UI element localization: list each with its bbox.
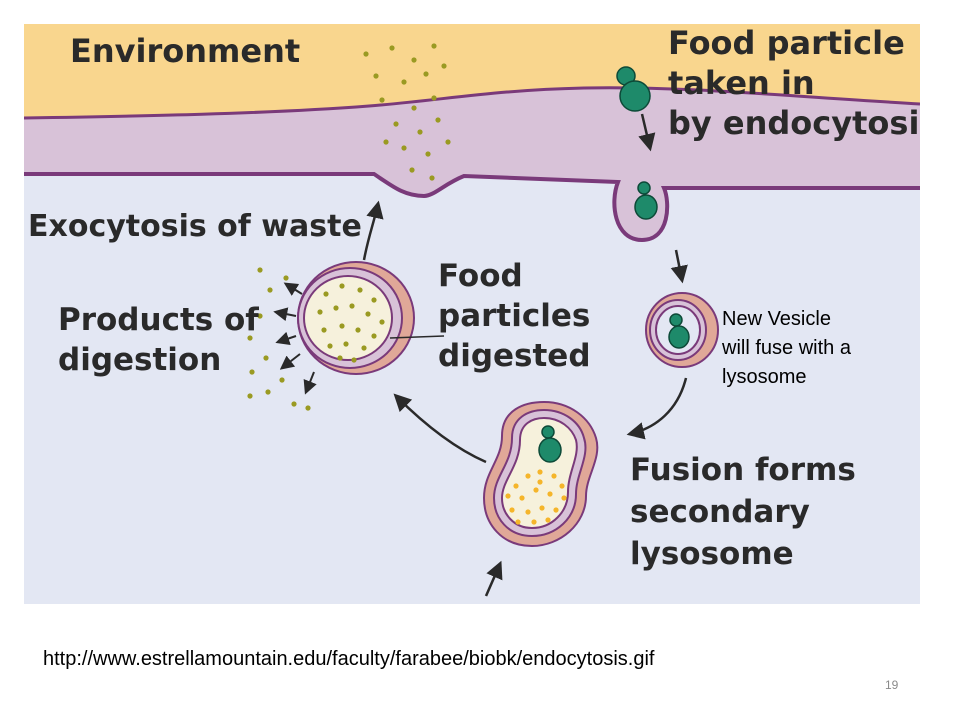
arrow-to-digestion (393, 393, 487, 464)
digestion-arrows (273, 282, 317, 395)
food-particle-pocket (634, 181, 658, 220)
secondary-lysosome (482, 400, 599, 548)
label-food-particle: Food particle taken in by endocytosis (668, 24, 920, 142)
arrow-lysosome-in (484, 560, 503, 597)
food-particle-outside (616, 66, 651, 112)
arrow-to-fusion (626, 377, 688, 440)
page-number: 19 (885, 678, 899, 692)
source-url[interactable]: http://www.estrellamountain.edu/faculty/… (43, 648, 655, 670)
label-fusion: Fusion forms secondary lysosome (630, 452, 867, 572)
waste-particles (363, 43, 451, 181)
plasma-membrane (24, 87, 920, 240)
arrow-intake (638, 113, 656, 152)
outer-membrane-edge (24, 86, 920, 120)
annotation-line: New Vesicle (722, 308, 831, 330)
arrow-exocytosis (362, 200, 384, 261)
inner-membrane-edge (24, 172, 920, 243)
digesting-vesicle (297, 261, 415, 375)
digested-leader (389, 335, 445, 339)
environment-region (24, 24, 920, 118)
digestion-products (247, 267, 311, 411)
new-vesicle (645, 292, 719, 368)
label-environment: Environment (70, 32, 300, 70)
arrow-to-vesicle (670, 249, 688, 284)
annotation-line: will fuse with a (722, 337, 851, 359)
label-products: Products of digestion (58, 302, 270, 378)
new-vesicle-annotation: New Vesicle will fuse with a lysosome (722, 305, 912, 392)
endocytosis-diagram: Environment Food particle taken in by en… (24, 24, 920, 604)
label-exocytosis: Exocytosis of waste (28, 209, 362, 244)
label-digested: Food particles digested (438, 258, 601, 374)
annotation-line: lysosome (722, 366, 807, 388)
